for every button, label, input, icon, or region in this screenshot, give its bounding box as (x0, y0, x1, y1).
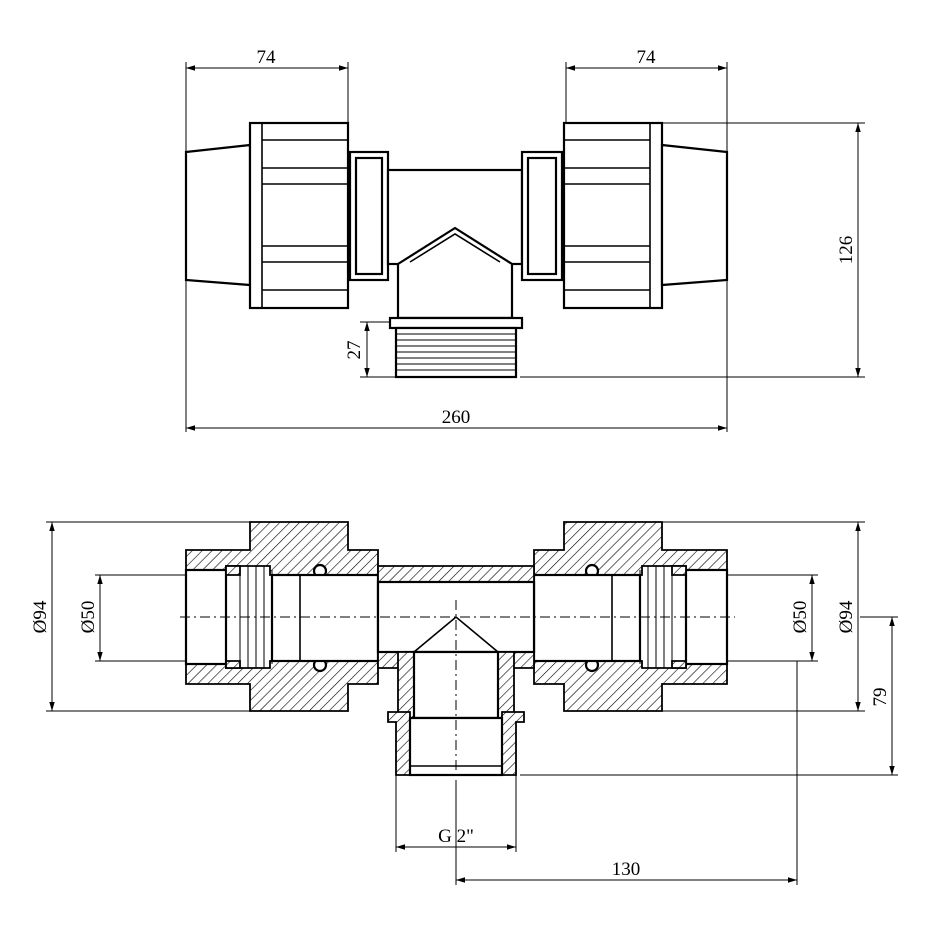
dim-pipe-diameter-right: Ø50 (790, 601, 811, 634)
section-view: Ø94 Ø50 Ø50 Ø94 79 G 2" 130 (30, 521, 898, 885)
dim-branch-height: 79 (870, 688, 891, 707)
dim-half-length: 130 (612, 859, 641, 880)
dim-right-coupling: 74 (637, 47, 657, 68)
dim-height: 126 (836, 236, 857, 265)
dim-outer-diameter-right: Ø94 (836, 600, 857, 633)
top-view: 74 74 126 27 260 (184, 47, 865, 432)
dim-thread: G 2" (438, 826, 474, 847)
thread-lines (396, 333, 516, 371)
dim-outer-diameter-left: Ø94 (30, 600, 51, 633)
dim-left-coupling: 74 (257, 47, 277, 68)
dim-thread-length: 27 (344, 341, 365, 360)
dim-overall-length: 260 (442, 407, 471, 428)
dim-pipe-diameter-left: Ø50 (78, 601, 99, 634)
